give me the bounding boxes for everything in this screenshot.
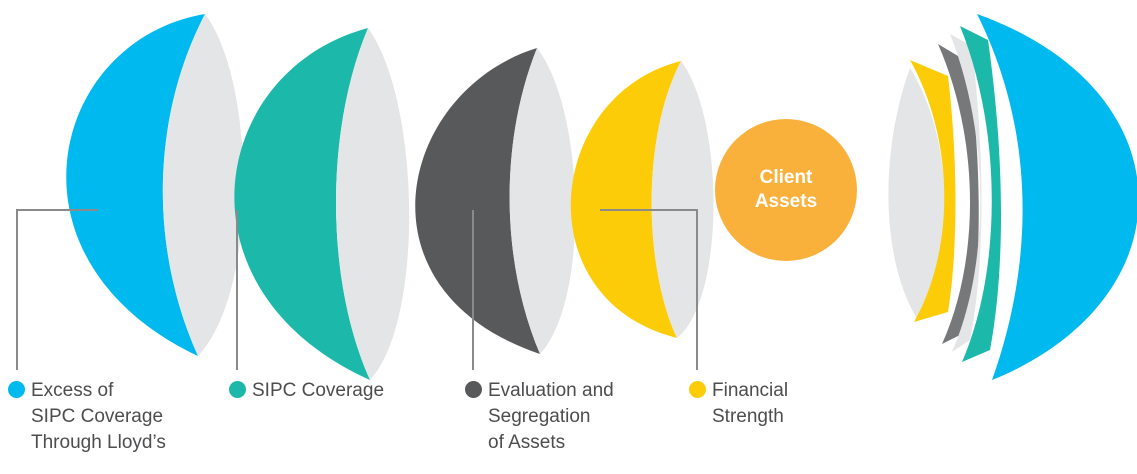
legend-dot-yellow [689, 381, 706, 398]
client-assets-core: Client Assets [715, 119, 857, 261]
legend-item-excess-sipc: Excess of SIPC Coverage Through Lloyd’s [8, 378, 166, 456]
yellow-shell [570, 61, 681, 338]
legend-label-financial-strength: Financial Strength [712, 380, 789, 427]
assembled-teal-shell [960, 26, 1002, 362]
gray-shell-lens [509, 48, 576, 354]
blue-shell-lens [162, 14, 244, 356]
legend-label-sipc: SIPC Coverage [252, 380, 385, 401]
assembled-lens-gap [950, 34, 982, 352]
assembled-yellow-shell [910, 60, 956, 322]
blue-shell-layer [66, 14, 244, 356]
assembled-lens [888, 68, 945, 320]
teal-shell-layer [234, 28, 410, 380]
teal-shell-lens [335, 28, 410, 380]
assembled-shells [888, 14, 1137, 380]
legend-item-evaluation: Evaluation and Segregation of Assets [465, 378, 614, 456]
legend-item-financial-strength: Financial Strength [689, 378, 788, 430]
client-assets-line2: Assets [755, 191, 817, 212]
teal-shell [234, 28, 370, 380]
legend-label-evaluation: Evaluation and Segregation of Assets [488, 380, 614, 453]
leader-line-blue [16, 209, 98, 370]
gray-shell [415, 48, 540, 354]
legend-dot-gray [465, 381, 482, 398]
blue-shell [66, 14, 205, 356]
assembled-gray-shell [938, 44, 979, 344]
gray-shell-layer [415, 48, 576, 354]
client-assets-line1: Client [760, 167, 813, 188]
legend-dot-blue [8, 381, 25, 398]
leader-lines [16, 209, 698, 370]
leader-line-yellow [600, 209, 698, 370]
yellow-shell-layer [570, 61, 714, 338]
legend-label-excess-sipc: Excess of SIPC Coverage Through Lloyd’s [31, 380, 166, 453]
legend-item-sipc: SIPC Coverage [229, 378, 384, 404]
legend-dot-teal [229, 381, 246, 398]
client-assets-circle [715, 119, 857, 261]
yellow-shell-lens [651, 61, 714, 338]
assembled-blue-shell [977, 14, 1137, 380]
